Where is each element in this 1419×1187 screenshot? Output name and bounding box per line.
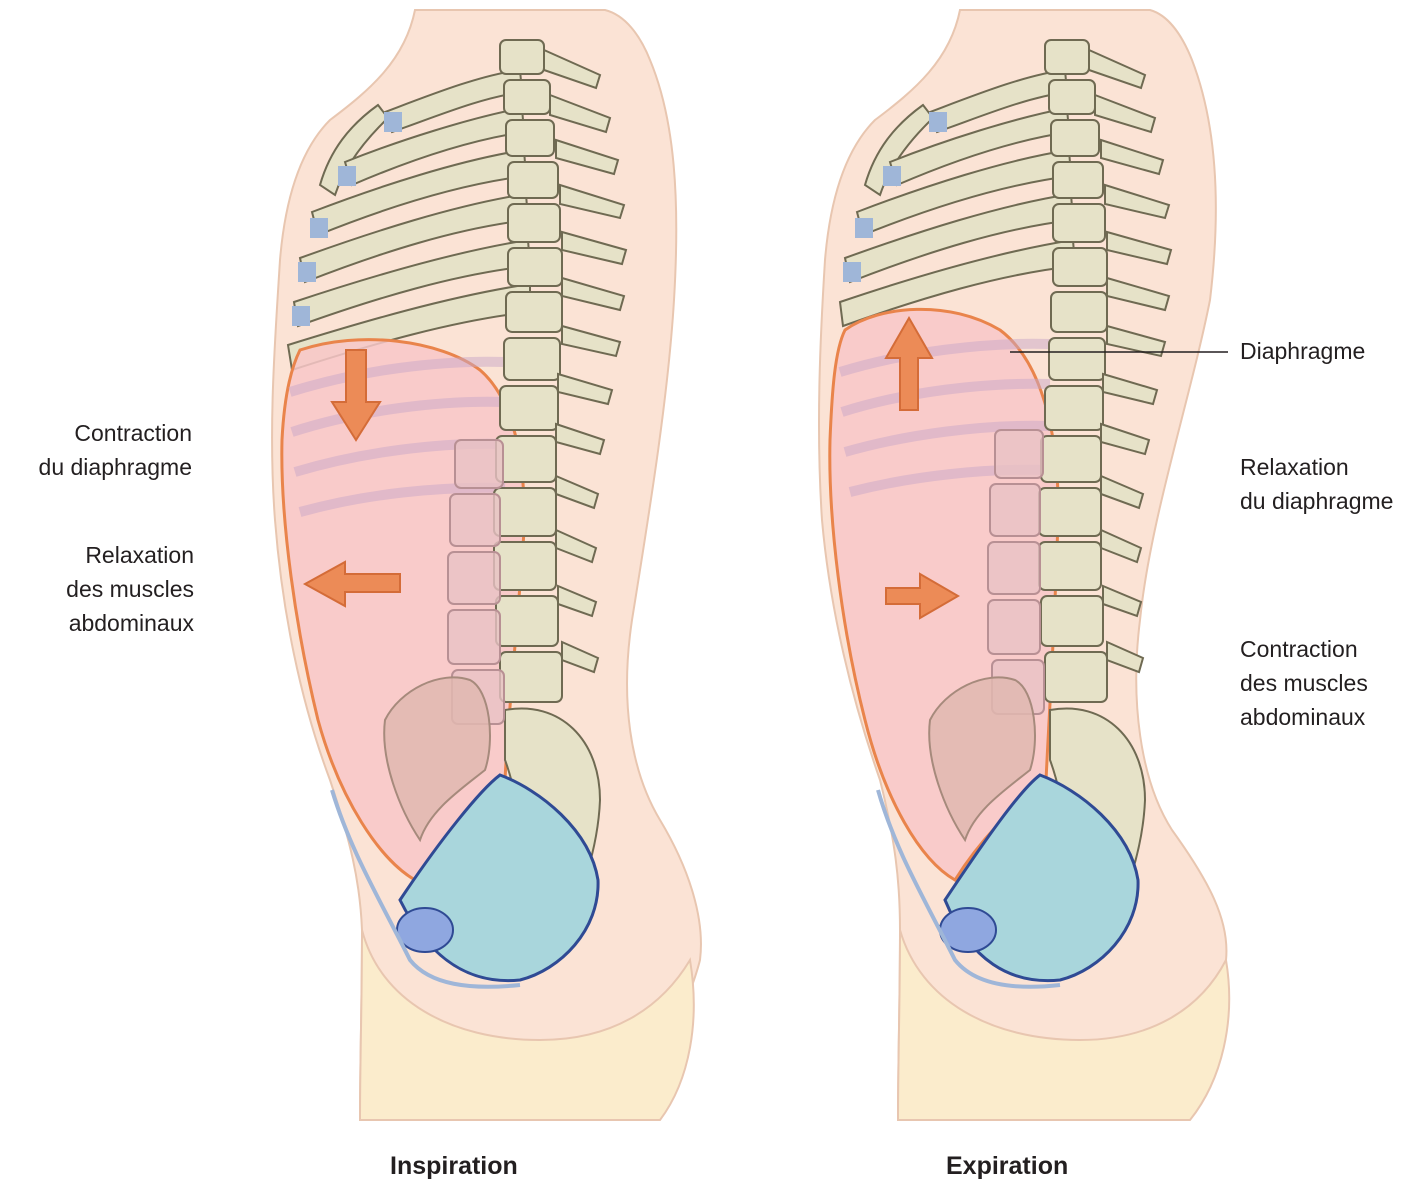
label-line: Contraction — [1240, 632, 1368, 666]
caption-inspiration: Inspiration — [390, 1152, 518, 1181]
label-relaxation-muscles-abdominaux: Relaxation des muscles abdominaux — [66, 538, 194, 640]
label-line: du diaphragme — [1240, 484, 1393, 518]
label-contraction-du-diaphragme: Contraction du diaphragme — [39, 416, 192, 484]
caption-expiration: Expiration — [946, 1152, 1068, 1181]
label-line: des muscles — [1240, 666, 1368, 700]
label-line: abdominaux — [66, 606, 194, 640]
label-line: abdominaux — [1240, 700, 1368, 734]
label-diaphragme: Diaphragme — [1240, 334, 1365, 368]
label-relaxation-du-diaphragme: Relaxation du diaphragme — [1240, 450, 1393, 518]
label-line: Contraction — [39, 416, 192, 450]
label-line: des muscles — [66, 572, 194, 606]
label-line: Diaphragme — [1240, 334, 1365, 368]
label-line: du diaphragme — [39, 450, 192, 484]
lumbar-bodies-faint — [988, 430, 1044, 714]
label-contraction-muscles-abdominaux: Contraction des muscles abdominaux — [1240, 632, 1368, 734]
label-line: Relaxation — [66, 538, 194, 572]
label-line: Relaxation — [1240, 450, 1393, 484]
